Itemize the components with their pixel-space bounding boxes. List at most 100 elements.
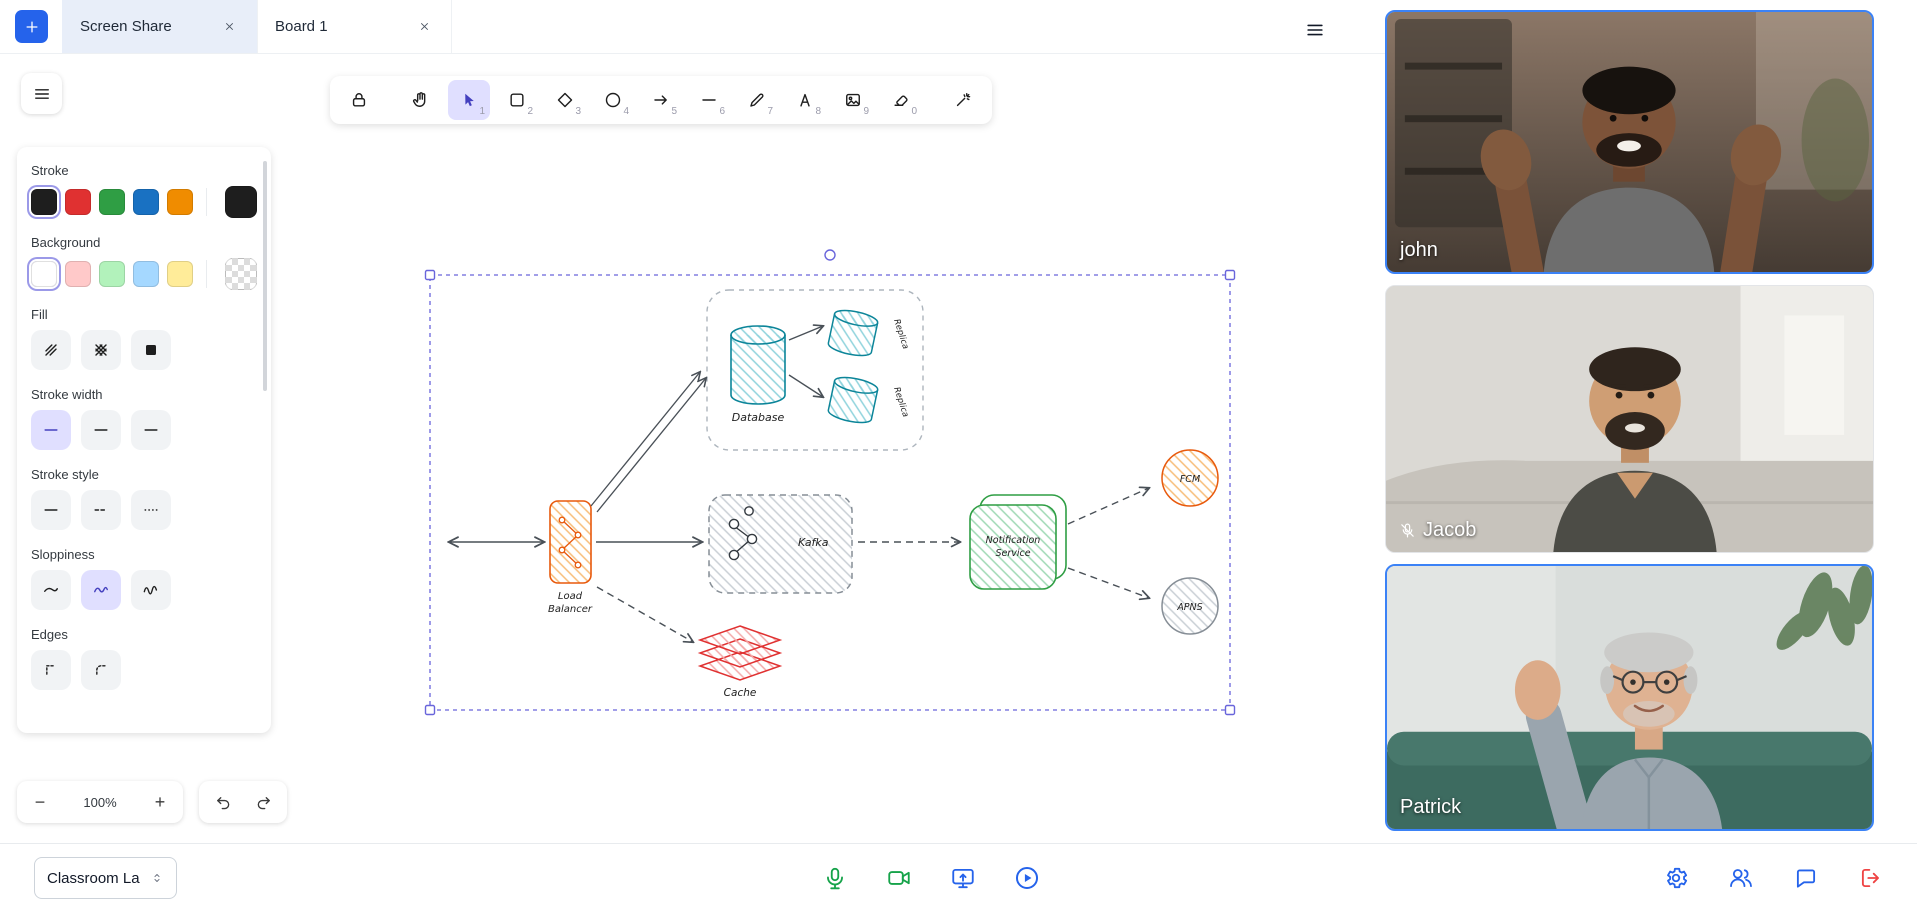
fill-hachure-button[interactable] [31, 330, 71, 370]
participants-button[interactable] [1726, 863, 1756, 893]
database-group-box[interactable] [706, 289, 924, 451]
leave-call-button[interactable] [1856, 863, 1886, 893]
background-color-green[interactable] [99, 261, 125, 287]
kafka-node[interactable]: Kafka [708, 494, 853, 594]
sloppiness-cartoonist-button[interactable] [131, 570, 171, 610]
background-current-color[interactable] [225, 258, 257, 290]
stroke-current-color[interactable] [225, 186, 257, 218]
edges-sharp-button[interactable] [31, 650, 71, 690]
zoom-out-button[interactable]: − [23, 785, 57, 819]
tool-line[interactable]: 6 [688, 80, 730, 120]
chat-button[interactable] [1791, 863, 1821, 893]
tool-toolbar: 1 2 3 4 5 6 7 [330, 76, 992, 124]
stroke-section-label: Stroke [31, 163, 69, 178]
tool-eraser[interactable]: 0 [880, 80, 922, 120]
tool-selection[interactable]: 1 [448, 80, 490, 120]
sloppiness-architect-button[interactable] [31, 570, 71, 610]
stroke-color-black[interactable] [31, 189, 57, 215]
layout-selector-label: Classroom La [47, 869, 140, 887]
tab-board-1-close-button[interactable] [414, 17, 434, 37]
lb-to-database-arrow[interactable] [590, 372, 706, 513]
background-section: Background [31, 235, 257, 290]
participants-sidebar: john [1385, 0, 1874, 843]
stroke-color-green[interactable] [99, 189, 125, 215]
tab-board-1[interactable]: Board 1 [257, 0, 452, 53]
replica-node-bottom[interactable]: Replica [827, 374, 910, 425]
tool-text[interactable]: 8 [784, 80, 826, 120]
selection-box[interactable] [429, 274, 1231, 711]
notification-to-apns-arrow[interactable] [1067, 567, 1149, 598]
database-to-replica-arrows[interactable] [788, 326, 823, 397]
panel-scrollbar[interactable] [263, 161, 267, 391]
stroke-style-solid-button[interactable] [31, 490, 71, 530]
dashed-line-icon [94, 509, 108, 511]
tab-screen-share[interactable]: Screen Share [62, 0, 257, 53]
svg-text:Cache: Cache [724, 687, 757, 699]
tool-hand[interactable] [400, 80, 442, 120]
selection-handles[interactable] [424, 249, 1236, 716]
stroke-width-extrabold-button[interactable] [131, 410, 171, 450]
microphone-button[interactable] [820, 863, 850, 893]
tab-screen-share-close-button[interactable] [219, 17, 239, 37]
fcm-node[interactable]: FCM [1161, 449, 1219, 507]
tool-draw[interactable]: 7 [736, 80, 778, 120]
tool-image[interactable]: 9 [832, 80, 874, 120]
video-tile-jacob[interactable]: Jacob [1385, 285, 1874, 553]
tool-rectangle[interactable]: 2 [496, 80, 538, 120]
undo-button[interactable] [205, 785, 241, 819]
sloppiness-artist-button[interactable] [81, 570, 121, 610]
recording-button[interactable] [1012, 863, 1042, 893]
zoom-in-button[interactable]: + [143, 785, 177, 819]
lb-to-cache-arrow[interactable] [596, 586, 693, 642]
tool-diamond[interactable]: 3 [544, 80, 586, 120]
chat-icon [1796, 869, 1816, 888]
background-color-transparent[interactable] [31, 261, 57, 287]
redo-button[interactable] [245, 785, 281, 819]
add-board-button[interactable] [15, 10, 48, 43]
camera-icon [888, 871, 910, 885]
screen-share-button[interactable] [948, 863, 978, 893]
apns-node[interactable]: APNS [1161, 577, 1219, 635]
tool-lock[interactable] [338, 80, 380, 120]
eraser-icon [894, 95, 908, 106]
tool-ellipse[interactable]: 4 [592, 80, 634, 120]
stroke-style-dashed-button[interactable] [81, 490, 121, 530]
cache-node[interactable]: Cache [697, 625, 783, 699]
layout-selector[interactable]: Classroom La [34, 857, 177, 899]
whiteboard-canvas[interactable]: Database Replica Replica [400, 240, 1280, 740]
load-balancer-node[interactable]: Load Balancer [548, 500, 593, 615]
video-tile-john[interactable]: john [1385, 10, 1874, 274]
selection-cursor-icon [465, 93, 474, 107]
tool-shortcut: 7 [767, 106, 773, 117]
background-color-yellow[interactable] [167, 261, 193, 287]
video-tile-patrick[interactable]: Patrick [1385, 564, 1874, 831]
replica-node-top[interactable]: Replica [827, 307, 910, 358]
rotation-handle[interactable] [824, 249, 836, 261]
redo-icon [257, 796, 270, 809]
database-node[interactable]: Database [730, 325, 786, 424]
settings-button[interactable] [1661, 863, 1691, 893]
camera-button[interactable] [884, 863, 914, 893]
fill-crosshatch-button[interactable] [81, 330, 121, 370]
fill-solid-button[interactable] [131, 330, 171, 370]
fill-section-label: Fill [31, 307, 48, 322]
edges-round-button[interactable] [81, 650, 121, 690]
stroke-style-dotted-button[interactable] [131, 490, 171, 530]
background-color-pink[interactable] [65, 261, 91, 287]
notification-service-node[interactable]: Notification Service [969, 494, 1067, 590]
stroke-width-thin-button[interactable] [31, 410, 71, 450]
tool-more-tools[interactable] [942, 80, 984, 120]
history-controls [199, 781, 287, 823]
zoom-level[interactable]: 100% [83, 794, 117, 810]
stroke-color-red[interactable] [65, 189, 91, 215]
stroke-width-bold-button[interactable] [81, 410, 121, 450]
tool-arrow[interactable]: 5 [640, 80, 682, 120]
sloppiness-section: Sloppiness [31, 547, 257, 610]
board-overflow-menu-button[interactable] [1296, 11, 1334, 49]
stroke-color-blue[interactable] [133, 189, 159, 215]
notification-to-fcm-arrow[interactable] [1067, 488, 1149, 525]
canvas-menu-button[interactable] [21, 73, 62, 114]
extrabold-line-icon [144, 429, 158, 431]
stroke-color-orange[interactable] [167, 189, 193, 215]
background-color-blue[interactable] [133, 261, 159, 287]
